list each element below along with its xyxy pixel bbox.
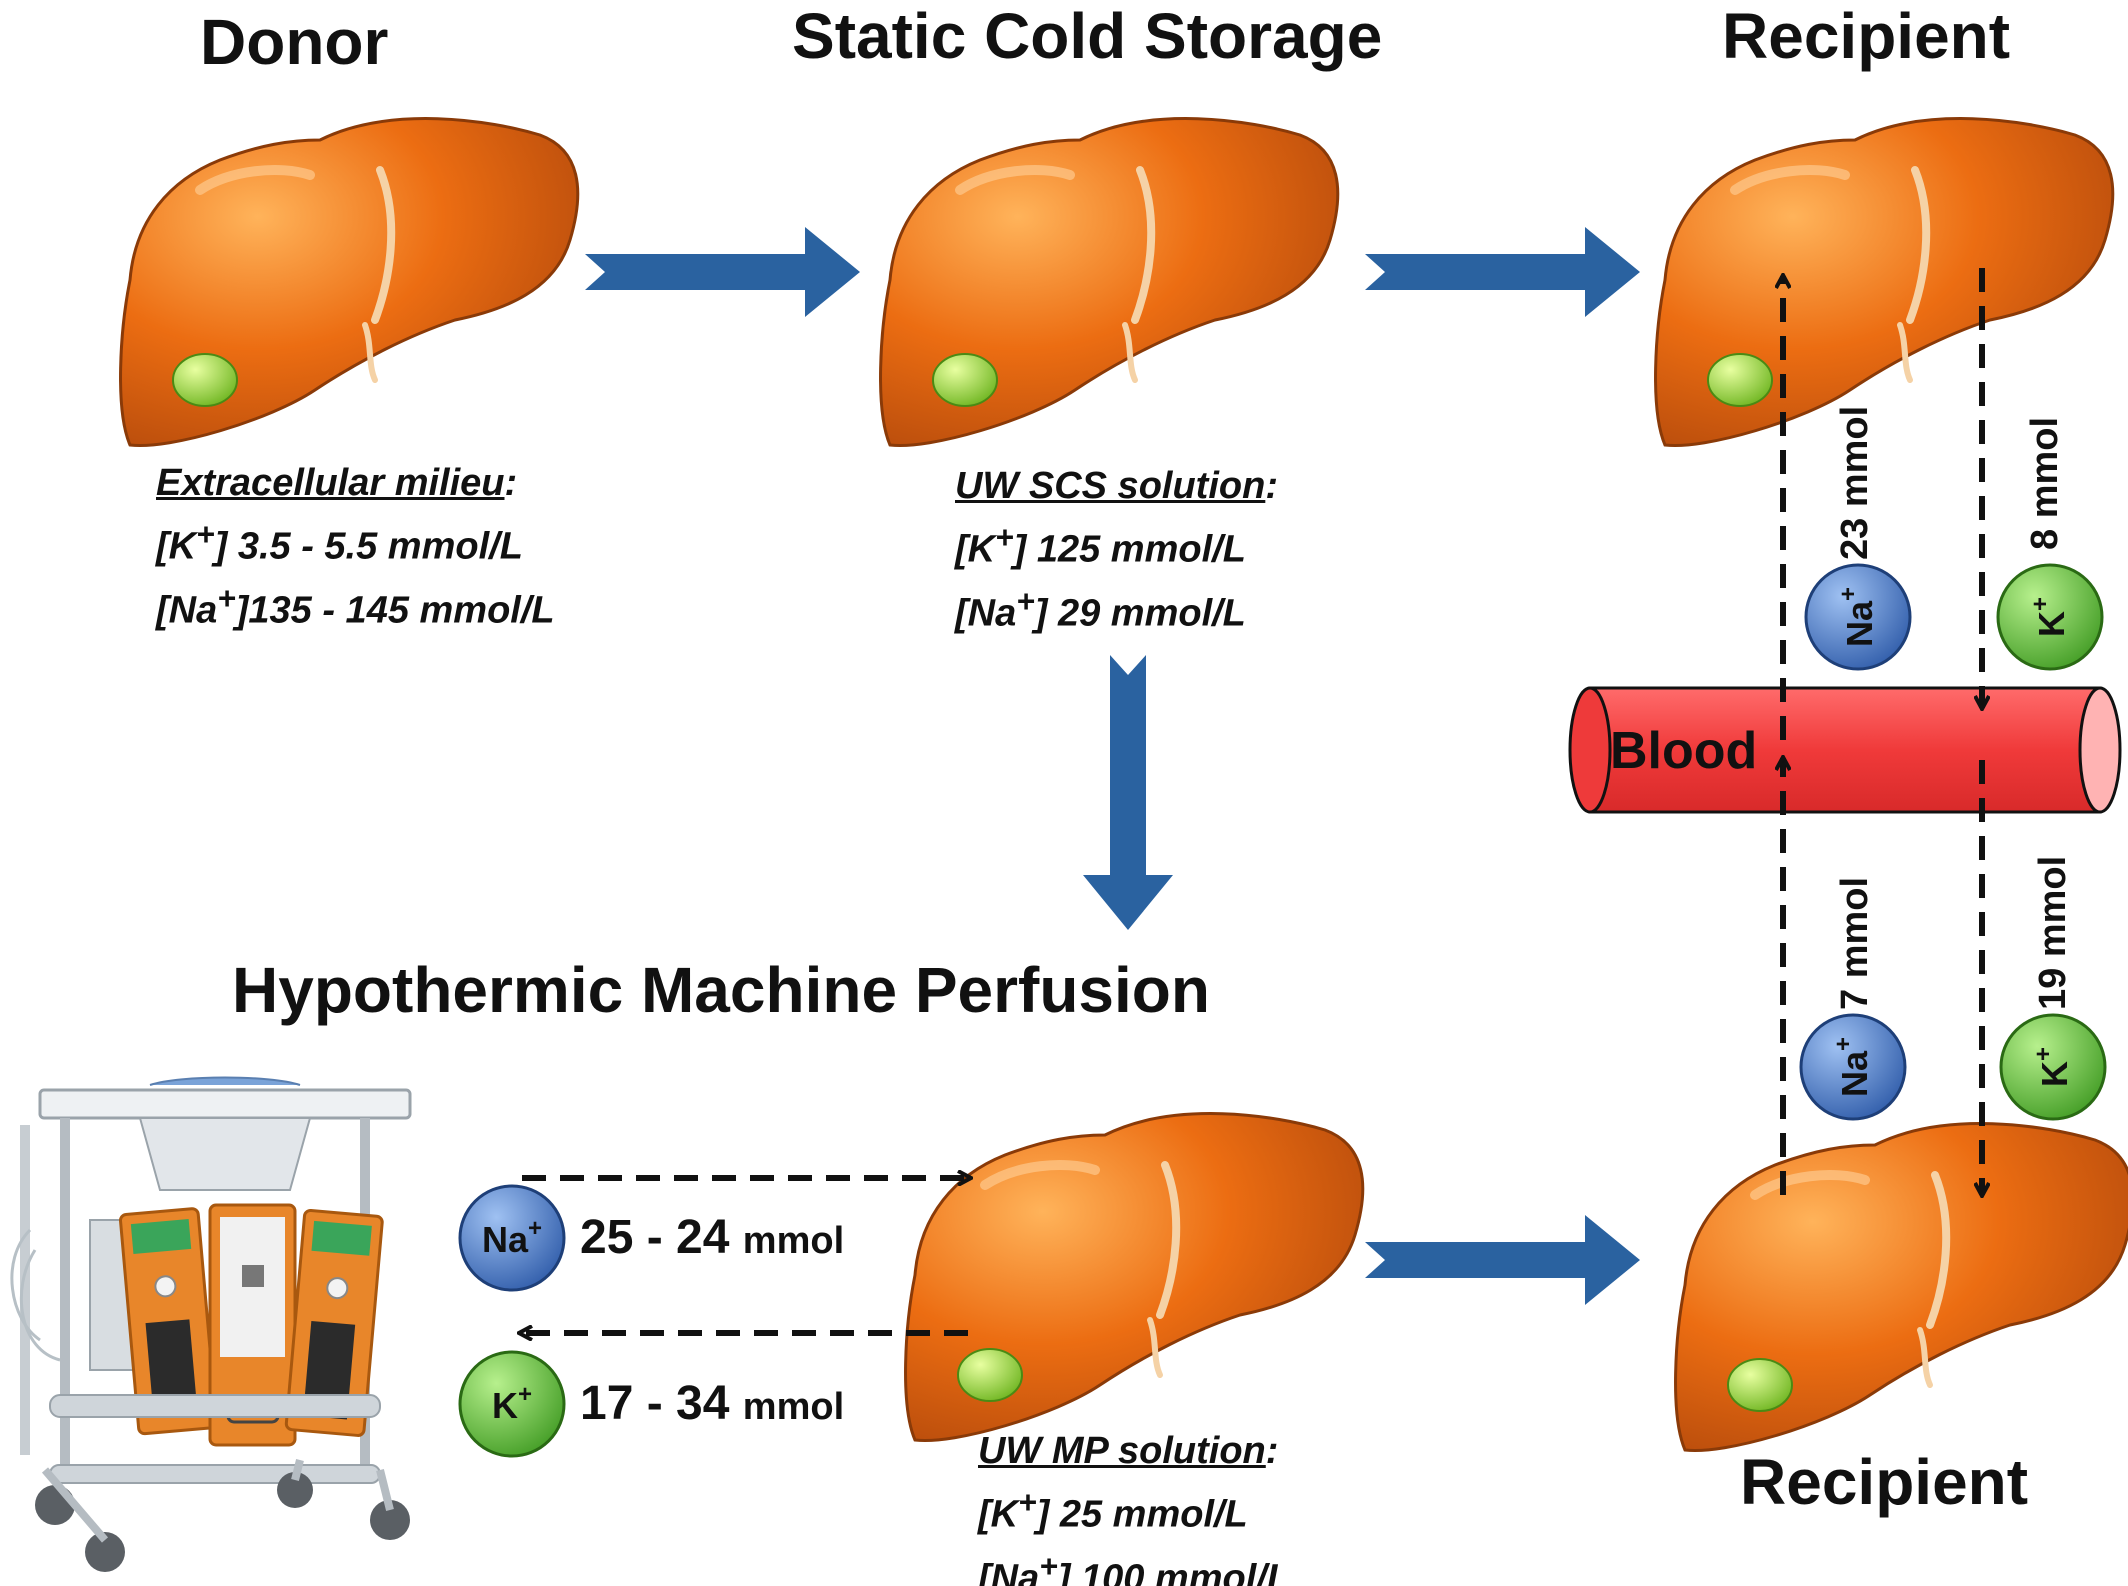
heading-hypothermic-machine-perfusion: Hypothermic Machine Perfusion (232, 954, 1210, 1026)
scs-na-exchange-label: 23 mmol (1834, 405, 1876, 560)
scs-liver-image (881, 119, 1338, 446)
recipient-top-liver-image (1656, 119, 2113, 446)
k-ion-recipient-bottom: K+ (1999, 1013, 2107, 1121)
donor-info: Extracellular milieu: [K+] 3.5 - 5.5 mmo… (156, 462, 555, 632)
mp-na-exchange-label: 7 mmol (1834, 876, 1876, 1010)
donor-info-title: Extracellular milieu (156, 462, 505, 504)
mp-na-value: 100 mmol/L (1080, 1557, 1291, 1586)
flow-arrow-scs-to-hmp (1083, 655, 1173, 930)
blood-vessel (1568, 686, 2122, 814)
scs-k-exchange-label: 8 mmol (2024, 416, 2066, 550)
svg-text:K+: K+ (2030, 1047, 2075, 1087)
scs-na-value: 29 mmol/L (1057, 592, 1246, 635)
scs-info: UW SCS solution: [K+] 125 mmol/L [Na+] 2… (955, 465, 1278, 635)
recipient-bottom-liver-image (1676, 1124, 2128, 1451)
svg-text:Na+: Na+ (1835, 587, 1880, 647)
hmp-na-amount: 25 - 24 mmol (580, 1211, 845, 1264)
flow-arrow-donor-to-scs (585, 227, 860, 317)
exchange-arrows-recipient (1783, 268, 1982, 1195)
heading-recipient-bottom: Recipient (1740, 1446, 2029, 1518)
mp-k-value: 25 mmol/L (1059, 1493, 1248, 1536)
k-ion-hmp: K+ (458, 1350, 566, 1458)
mp-info-title: UW MP solution (978, 1430, 1266, 1472)
scs-k-value: 125 mmol/L (1036, 528, 1246, 571)
scs-info-title: UW SCS solution (955, 465, 1266, 507)
heading-donor: Donor (200, 6, 389, 78)
svg-text:K+: K+ (2027, 597, 2072, 637)
na-ion-hmp: Na+ (458, 1184, 566, 1292)
heading-static-cold-storage: Static Cold Storage (792, 0, 1383, 72)
hmp-k-amount: 17 - 34 mmol (580, 1377, 845, 1430)
flow-arrow-scs-to-recipient (1365, 227, 1640, 317)
svg-text:Na+: Na+ (482, 1215, 542, 1260)
na-ion-recipient-bottom: Na+ (1799, 1013, 1907, 1121)
donor-k-value: 3.5 - 5.5 mmol/L (237, 525, 523, 568)
svg-text:Na+: Na+ (1830, 1037, 1875, 1097)
donor-liver-image (121, 119, 578, 446)
perfusion-machine-image (10, 1076, 412, 1572)
mp-k-exchange-label: 19 mmol (2032, 855, 2074, 1010)
heading-recipient-top: Recipient (1722, 0, 2011, 72)
mp-info: UW MP solution: [K+] 25 mmol/L [Na+] 100… (978, 1426, 1290, 1586)
hmp-liver-image (906, 1114, 1363, 1441)
svg-text:K+: K+ (492, 1381, 532, 1426)
k-ion-recipient-top: K+ (1996, 563, 2104, 671)
blood-label: Blood (1610, 722, 1757, 780)
flow-arrow-hmp-to-recipient (1365, 1215, 1640, 1305)
donor-na-value: 135 - 145 mmol/L (248, 589, 555, 632)
na-ion-recipient-top: Na+ (1804, 563, 1912, 671)
